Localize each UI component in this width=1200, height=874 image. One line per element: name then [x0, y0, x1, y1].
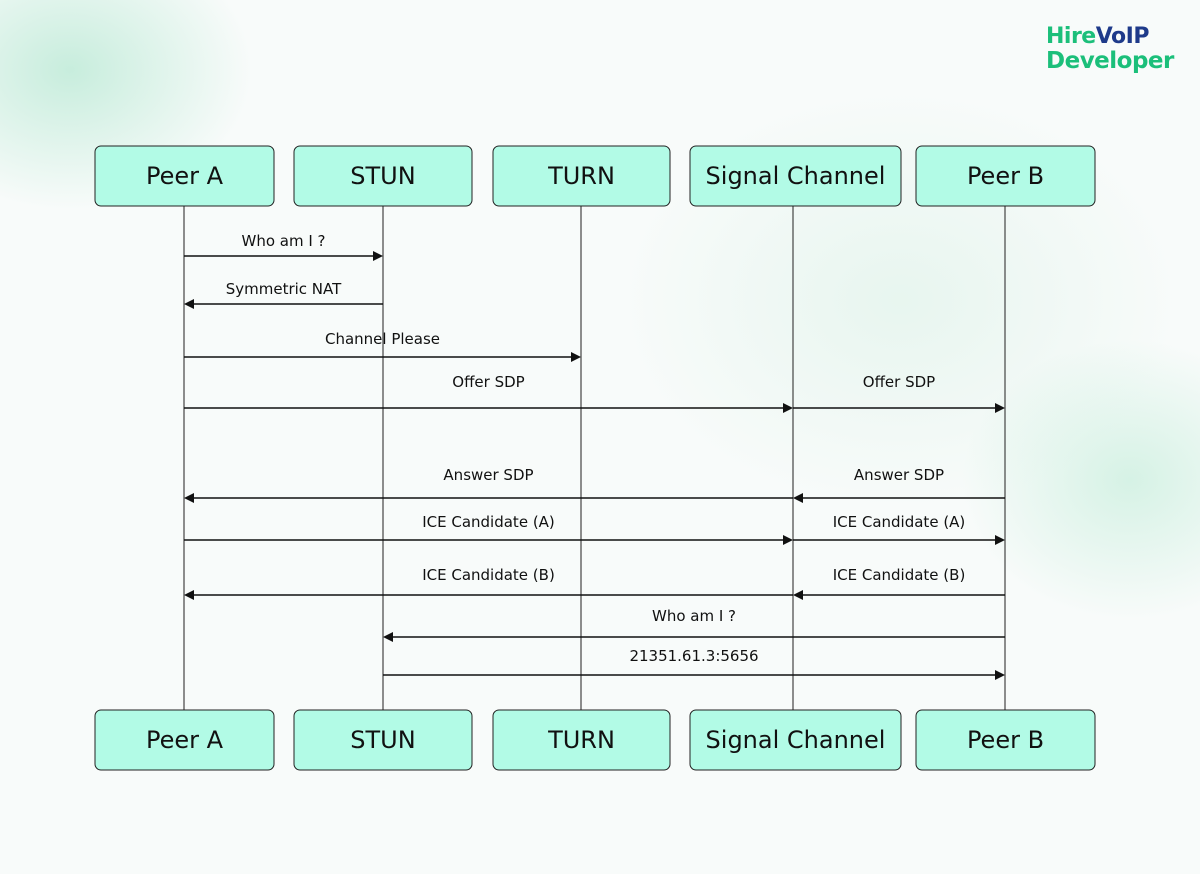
arrowhead — [783, 403, 793, 413]
participant-label-signal-channel: Signal Channel — [706, 726, 886, 754]
arrowhead — [571, 352, 581, 362]
participant-label-peer-b: Peer B — [967, 162, 1044, 190]
arrowhead — [184, 590, 194, 600]
participant-row-bottom: Peer A STUN TURN Signal Channel Peer B — [94, 709, 1096, 771]
participant-label-peer-a: Peer A — [146, 162, 224, 190]
logo-hire-text: Hire — [1046, 24, 1096, 49]
message-label: ICE Candidate (B) — [422, 566, 555, 584]
message-label: ICE Candidate (A) — [833, 513, 966, 531]
message-1: Who am I ? — [184, 232, 383, 261]
arrowhead — [783, 535, 793, 545]
arrowhead — [184, 299, 194, 309]
participant-label-stun: STUN — [350, 162, 415, 190]
message-13: 21351.61.3:5656 — [383, 647, 1005, 680]
participant-label-peer-b: Peer B — [967, 726, 1044, 754]
message-5: Offer SDP — [793, 373, 1005, 413]
message-label: Answer SDP — [443, 466, 533, 484]
arrowhead — [184, 493, 194, 503]
message-label: Channel Please — [325, 330, 440, 348]
participant-box-turn-top: TURN — [492, 145, 671, 207]
message-3: Channel Please — [184, 330, 581, 362]
arrowhead — [793, 493, 803, 503]
message-label: 21351.61.3:5656 — [629, 647, 758, 665]
participant-box-signal-channel-top: Signal Channel — [689, 145, 902, 207]
message-8: ICE Candidate (A) — [184, 513, 793, 545]
participant-box-peer-b-bottom: Peer B — [915, 709, 1096, 771]
message-label: Offer SDP — [863, 373, 935, 391]
participant-row-top: Peer A STUN TURN Signal Channel Peer B — [94, 145, 1096, 207]
arrowhead — [373, 251, 383, 261]
message-label: ICE Candidate (B) — [833, 566, 966, 584]
message-4: Offer SDP — [184, 373, 793, 413]
participant-box-stun-top: STUN — [293, 145, 473, 207]
message-11: ICE Candidate (B) — [793, 566, 1005, 600]
message-9: ICE Candidate (A) — [793, 513, 1005, 545]
arrowhead — [995, 403, 1005, 413]
messages: Who am I ? Symmetric NAT Channel PleaseOff… — [184, 232, 1005, 680]
participant-box-turn-bottom: TURN — [492, 709, 671, 771]
hirevoip-developer-logo: HireVoIP Developer — [1046, 24, 1174, 74]
message-12: Who am I ? — [383, 607, 1005, 642]
message-label: Who am I ? — [652, 607, 736, 625]
arrowhead — [383, 632, 393, 642]
arrowhead — [995, 535, 1005, 545]
arrowhead — [995, 670, 1005, 680]
participant-label-peer-a: Peer A — [146, 726, 224, 754]
lifelines — [183, 206, 1006, 710]
message-label: Offer SDP — [452, 373, 524, 391]
message-10: ICE Candidate (B) — [184, 566, 793, 600]
participant-box-stun-bottom: STUN — [293, 709, 473, 771]
message-2: Symmetric NAT — [184, 280, 383, 309]
arrowhead — [793, 590, 803, 600]
logo-voip-text: VoIP — [1095, 24, 1150, 49]
participant-label-turn: TURN — [547, 726, 615, 754]
participant-label-signal-channel: Signal Channel — [706, 162, 886, 190]
message-7: Answer SDP — [793, 466, 1005, 503]
participant-box-signal-channel-bottom: Signal Channel — [689, 709, 902, 771]
participant-label-stun: STUN — [350, 726, 415, 754]
message-6: Answer SDP — [184, 466, 793, 503]
message-label: ICE Candidate (A) — [422, 513, 555, 531]
participant-box-peer-a-top: Peer A — [94, 145, 275, 207]
logo-developer-text: Developer — [1046, 48, 1174, 74]
participant-box-peer-b-top: Peer B — [915, 145, 1096, 207]
message-label: Symmetric NAT — [226, 280, 342, 298]
participant-label-turn: TURN — [547, 162, 615, 190]
participant-box-peer-a-bottom: Peer A — [94, 709, 275, 771]
message-label: Answer SDP — [854, 466, 944, 484]
message-label: Who am I ? — [241, 232, 325, 250]
